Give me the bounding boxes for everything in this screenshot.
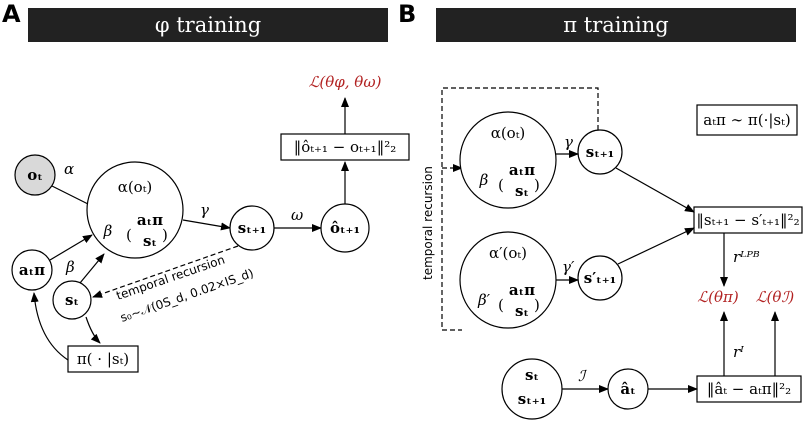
paren-b-right: ) (534, 176, 540, 194)
node-b-s-t-p-label: sₜ (515, 302, 529, 320)
node-b-alpha-p-label: α′(oₜ) (489, 244, 527, 262)
node-beta-label: β (103, 222, 113, 240)
edge-st1-to-diff (615, 167, 695, 213)
node-a-t-pi-label: aₜπ (19, 261, 45, 279)
edge-beta-label: β (65, 258, 75, 276)
node-b-a-pi-label: aₜπ (509, 161, 535, 179)
edge-st-to-alpha (79, 253, 105, 284)
panel-b-diff-text: ‖sₜ₊₁ − s′ₜ₊₁‖²₂ (696, 211, 799, 229)
node-a-pi-label: aₜπ (137, 211, 163, 229)
panel-a-title-bar (28, 8, 388, 42)
edge-st1p-to-diff (617, 227, 695, 265)
node-s-t (52, 280, 92, 320)
node-b-beta-label: β (479, 171, 489, 189)
paren-right: ) (162, 226, 168, 244)
edge-gamma-label: γ (200, 201, 209, 219)
paren-b2-left: ( (498, 296, 504, 314)
panel-b-policy-box (696, 104, 798, 136)
edge-recursion-b (441, 87, 599, 331)
paren-b-left: ( (498, 176, 504, 194)
panel-a-title: φ training (155, 13, 261, 37)
edge-r-lpb-label: rᴸᴾᴮ (733, 248, 760, 266)
node-s-t-small-label: sₜ (65, 291, 79, 309)
panel-a-policy-text: π( · |sₜ) (77, 350, 129, 368)
node-b-a-hat-label: âₜ (620, 380, 635, 398)
node-alpha-o-label: α(oₜ) (118, 178, 153, 196)
node-b-in-s-t1-label: sₜ₊₁ (518, 390, 547, 408)
edge-st-to-policy (85, 316, 101, 344)
edge-api-to-alpha (49, 234, 93, 261)
panel-b-letter: B (398, 0, 416, 28)
node-s-t-label: sₜ (143, 232, 157, 250)
paren-b2-right: ) (534, 296, 540, 314)
panel-b-loss-pi: ℒ(θπ) (697, 288, 739, 306)
edge-alpha-label: α (64, 160, 74, 178)
node-b-beta-p-label: β′ (477, 291, 491, 309)
panel-b-action-box (696, 375, 802, 403)
node-o-t-label: oₜ (27, 166, 43, 184)
panel-a-recon-box (280, 133, 410, 161)
node-alpha-beta (86, 161, 184, 259)
node-b-s-t-label: sₜ (515, 182, 529, 200)
node-b-a-pi-p-label: aₜπ (509, 281, 535, 299)
node-a-t-pi (11, 249, 53, 291)
edge-b-gamma-label: γ (564, 133, 573, 151)
node-o-hat-label: ôₜ₊₁ (330, 219, 360, 237)
panel-b-action-text: ‖âₜ − aₜπ‖²₂ (707, 380, 791, 398)
edge-r-i-label: rᴵ (733, 343, 744, 361)
panel-b-title: π training (563, 13, 668, 37)
node-s-t1-label: sₜ₊₁ (238, 219, 267, 237)
panel-a-recon-text: ‖ôₜ₊₁ − oₜ₊₁‖²₂ (294, 138, 396, 156)
node-b-s-t1-p-label: s′ₜ₊₁ (584, 269, 616, 287)
edge-i-label: ℐ (578, 367, 588, 385)
edge-b-gamma-p-label: γ′ (562, 258, 575, 276)
panel-a-letter: A (2, 0, 21, 28)
node-b-in-s-t-label: sₜ (525, 366, 539, 384)
edge-recursion-a (92, 245, 239, 298)
panel-a-policy-box (67, 345, 139, 373)
node-b-alpha-label: α(oₜ) (491, 124, 526, 142)
panel-b-loss-i: ℒ(θℐ) (756, 288, 795, 306)
panel-a-loss: ℒ(θφ, θω) (309, 73, 382, 91)
node-b-s-t1-prime (577, 255, 623, 301)
panel-b-title-bar (436, 8, 796, 42)
panel-b-recursion-label: temporal recursion (421, 166, 435, 280)
panel-b-diff-box (693, 206, 803, 234)
edge-omega-label: ω (291, 206, 303, 224)
node-o-t (14, 154, 56, 196)
paren-left: ( (126, 226, 132, 244)
node-b-s-t1-label: sₜ₊₁ (586, 143, 615, 161)
edge-policy-to-api (30, 292, 69, 361)
node-b-alpha-beta (459, 111, 557, 209)
node-b-s-t1 (577, 129, 623, 175)
panel-b-policy-text: aₜπ ∼ π(·|sₜ) (703, 111, 790, 129)
edge-alpha-to-st1 (182, 219, 231, 231)
